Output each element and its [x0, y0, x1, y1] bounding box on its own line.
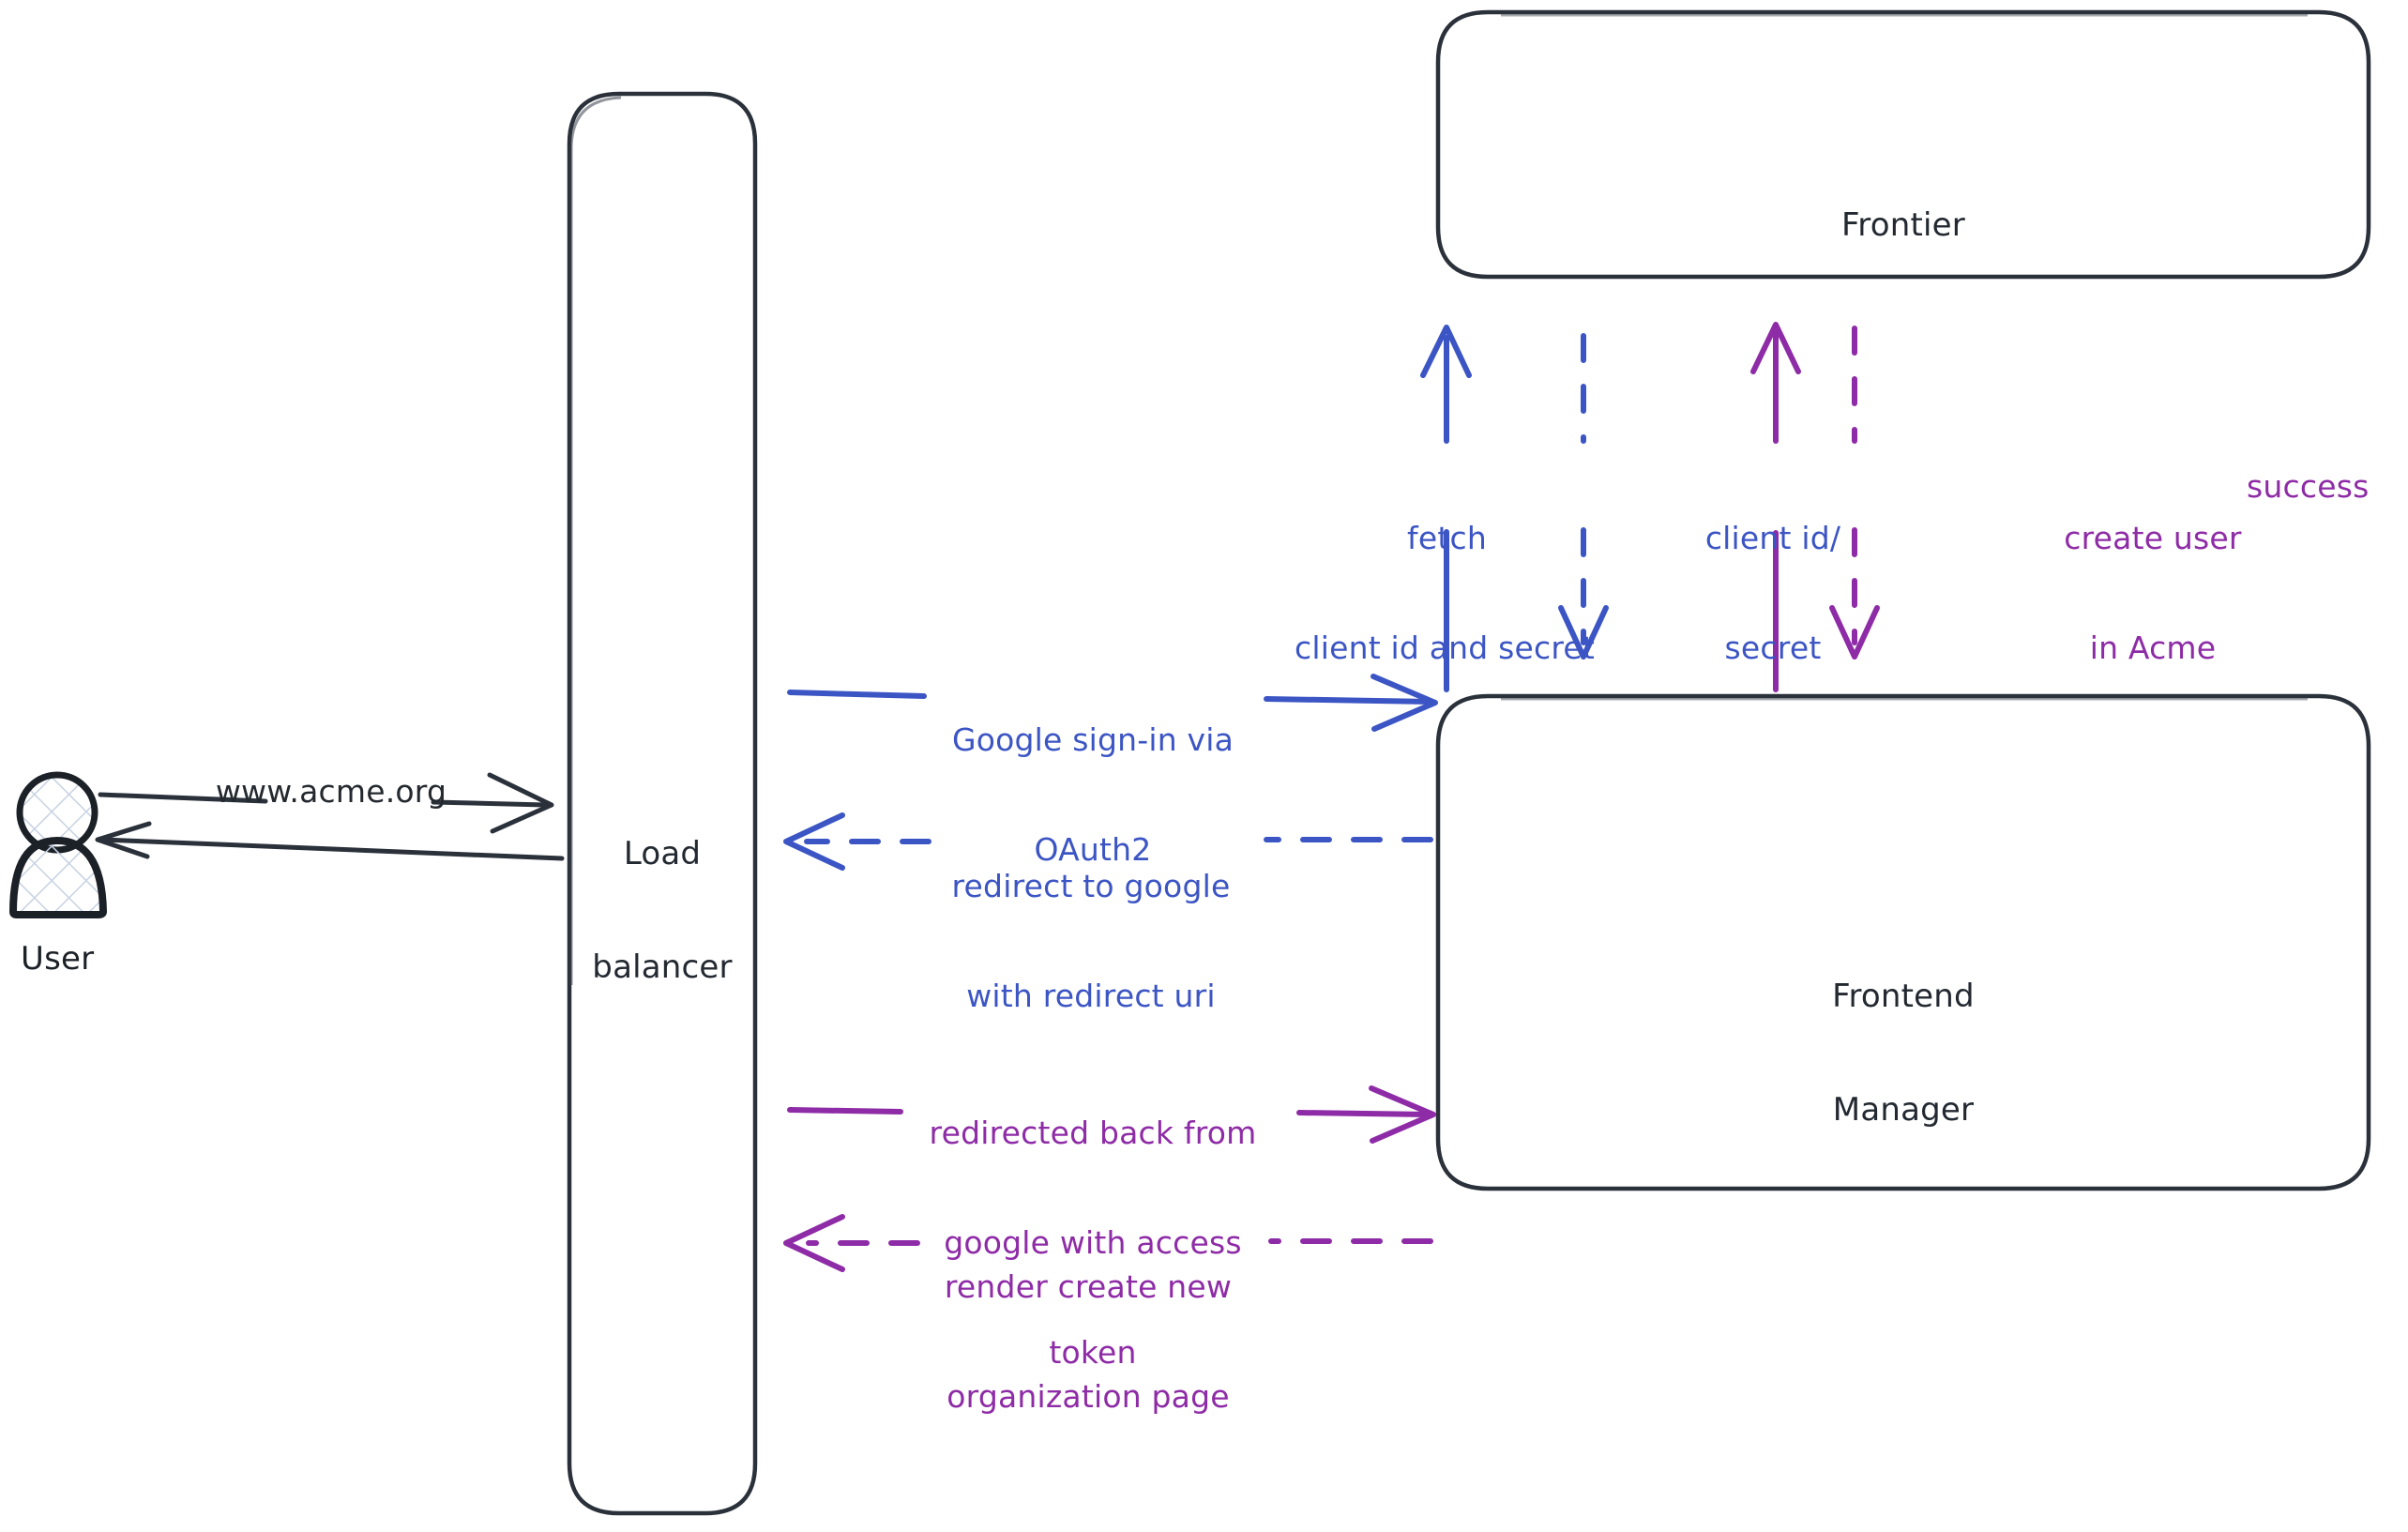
person-body-icon — [9, 837, 107, 918]
node-frontier[interactable] — [1435, 9, 2371, 280]
edge-label-frontier-to-fm-creds: client id/ secret — [1679, 447, 1867, 704]
node-load-balancer[interactable] — [567, 91, 758, 1516]
arrowhead-down-icon — [1829, 605, 1880, 660]
node-frontend-manager[interactable] — [1435, 693, 2371, 1191]
edge-label-fm-to-frontier-create: create user in Acme — [2037, 447, 2268, 704]
edge-fm-to-lb-redirect — [783, 812, 1433, 871]
edge-label-lb-to-fm-signin: Google sign-in via OAuth2 — [915, 649, 1271, 905]
edge-label-frontier-to-fm-creds-line1: client id/ — [1704, 519, 1841, 556]
load-balancer-shape — [567, 91, 758, 1516]
node-label-frontend-manager-line1: Frontend — [1832, 978, 1975, 1016]
node-label-frontier-line1: Frontier — [1841, 206, 1965, 245]
node-label-load-balancer-line2: balancer — [592, 948, 733, 986]
edge-fm-to-frontier-create — [1750, 322, 1801, 692]
edge-fm-to-frontier-fetch — [1420, 325, 1472, 692]
node-label-frontier: Frontier — [1438, 131, 2369, 281]
edge-label-fm-to-lb-render: render create new organization page — [901, 1196, 1276, 1452]
edge-user-to-lb — [98, 772, 554, 834]
arrowhead-left-icon — [783, 1214, 845, 1272]
edge-label-frontier-to-fm-success: success — [2247, 468, 2370, 505]
arrowhead-right-icon — [1369, 1085, 1436, 1144]
edge-fm-to-lb-render — [783, 1214, 1433, 1272]
edge-label-lb-to-fm-signin-line1: Google sign-in via — [951, 720, 1234, 758]
edge-label-lb-to-fm-token-line2: google with access — [944, 1223, 1242, 1261]
user-actor-label: User — [21, 940, 95, 978]
arrowhead-up-icon — [1750, 322, 1801, 374]
edge-label-fm-to-lb-render-line2: organization page — [947, 1377, 1230, 1415]
edge-label-fm-to-frontier-fetch-line1: fetch — [1407, 519, 1487, 556]
edge-label-lb-to-fm-signin-line2: OAuth2 — [1034, 830, 1152, 868]
edge-label-frontier-to-fm-creds-line2: secret — [1724, 629, 1822, 666]
edge-lb-to-user — [95, 821, 565, 861]
user-actor — [9, 771, 107, 918]
edge-label-lb-to-fm-token-line1: redirected back from — [929, 1114, 1257, 1151]
edge-label-fm-to-frontier-create-line2: in Acme — [2089, 629, 2217, 666]
edge-label-fm-to-lb-redirect-line1: redirect to google — [951, 867, 1231, 904]
edge-label-fm-to-lb-redirect-line2: with redirect uri — [966, 977, 1216, 1014]
edge-label-fm-to-lb-redirect: redirect to google with redirect uri — [916, 796, 1265, 1052]
frontend-manager-shape — [1435, 693, 2371, 1191]
node-label-frontend-manager-line2: Manager — [1832, 1090, 1975, 1129]
edge-frontier-to-fm-success — [1829, 326, 1880, 660]
node-label-load-balancer-line1: Load — [623, 835, 702, 873]
edge-label-fm-to-lb-render-line1: render create new — [944, 1267, 1233, 1305]
edge-label-fm-to-frontier-fetch-line2: client id and secret — [1295, 629, 1596, 666]
edge-label-lb-to-fm-token-line3: token — [1049, 1333, 1137, 1371]
edge-label-user-to-lb: www.acme.org — [215, 773, 447, 810]
edge-frontier-to-fm-creds — [1558, 333, 1609, 660]
arrowhead-left-icon — [783, 812, 845, 871]
edge-label-lb-to-fm-token: redirected back from google with access … — [886, 1042, 1299, 1407]
arrowhead-right-icon — [1371, 674, 1438, 732]
arrowhead-right-icon — [487, 772, 554, 834]
edge-lb-to-fm-signin — [787, 674, 1438, 732]
edge-label-fm-to-frontier-fetch: fetch client id and secret — [1295, 447, 1679, 704]
node-label-load-balancer: Load balancer — [569, 760, 755, 1024]
arrowhead-left-icon — [95, 821, 152, 859]
arrowhead-down-icon — [1558, 605, 1609, 660]
arrowhead-up-icon — [1420, 325, 1472, 378]
edge-label-fm-to-frontier-create-line1: create user — [2064, 519, 2242, 556]
edge-lb-to-fm-token — [787, 1085, 1436, 1144]
frontier-shape — [1435, 9, 2371, 280]
load-balancer-sketch-stroke — [569, 96, 622, 985]
node-label-frontend-manager: Frontend Manager — [1438, 903, 2369, 1166]
